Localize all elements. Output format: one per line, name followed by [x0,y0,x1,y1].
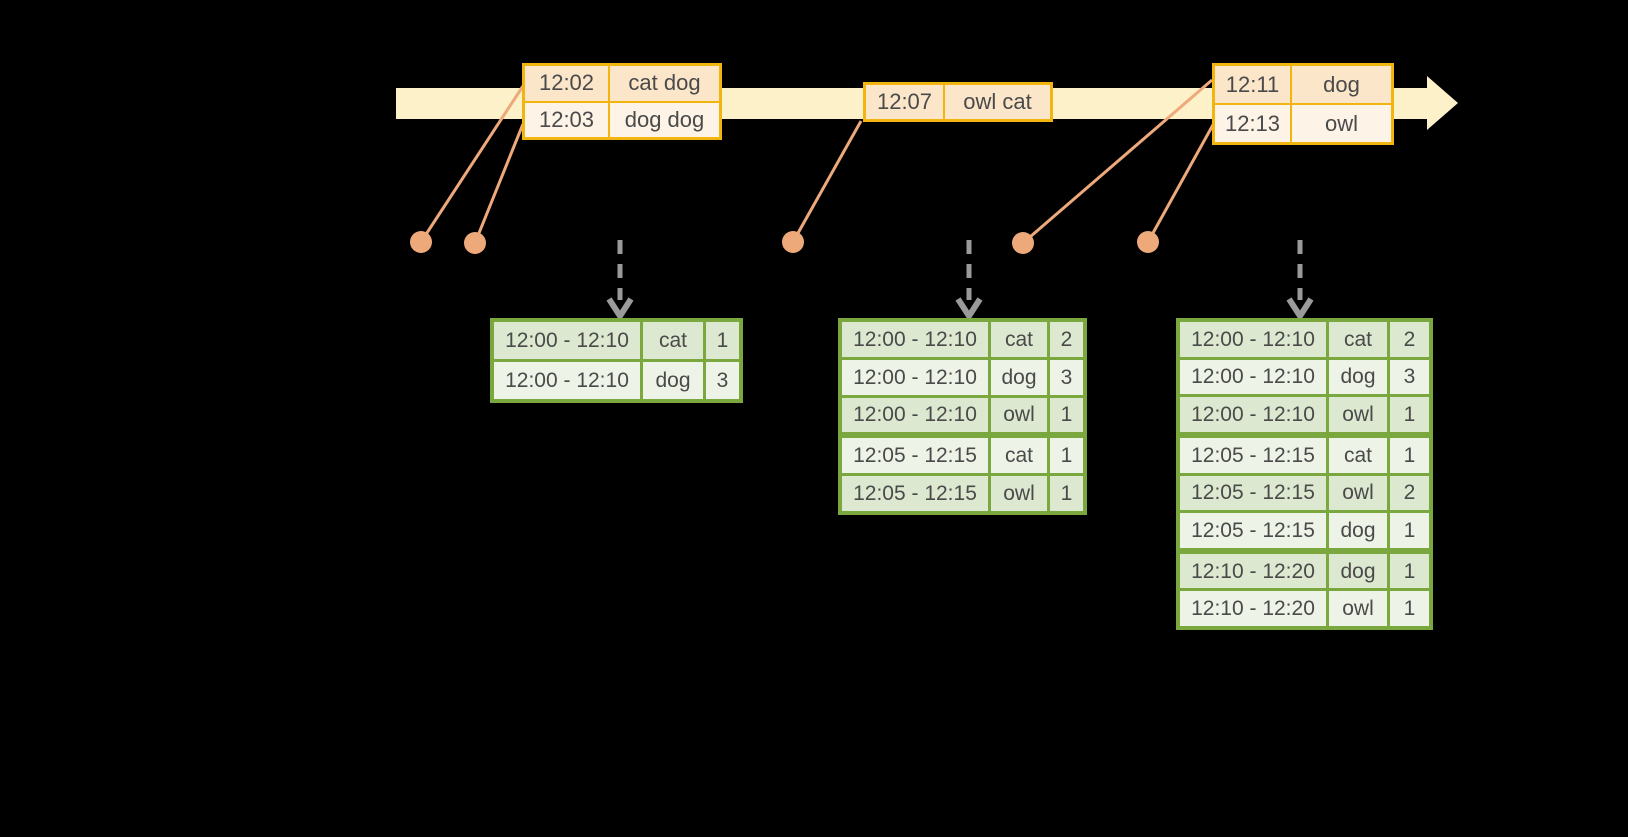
timeline-arrowhead-icon [1427,76,1458,130]
result-row: 12:00 - 12:10 dog 3 [494,362,739,399]
result-row: 12:05 - 12:15 owl 1 [842,476,1083,511]
window-cell: 12:05 - 12:15 [1180,475,1326,511]
result-row: 12:10 - 12:20 dog 1 [1180,553,1429,589]
window-cell: 12:00 - 12:10 [494,362,640,399]
count-cell: 2 [1390,322,1429,357]
result-row: 12:05 - 12:15 cat 1 [842,438,1083,474]
event-time-cell: 12:11 [1215,66,1290,103]
count-cell: 1 [706,322,739,359]
word-cell: cat [1329,437,1387,473]
word-cell: dog [643,362,703,399]
count-cell: 3 [706,362,739,399]
count-cell: 1 [1390,553,1429,589]
result-row: 12:05 - 12:15 dog 1 [1180,513,1429,548]
event-dot [1012,232,1034,254]
event-batch-table-2: 12:07 owl cat [863,82,1053,122]
word-cell: owl [1329,475,1387,511]
event-words-cell: dog dog [610,102,719,137]
event-dot [464,232,486,254]
window-cell: 12:10 - 12:20 [1180,591,1326,626]
count-cell: 1 [1390,591,1429,626]
result-table-3: 12:00 - 12:10 cat 2 12:00 - 12:10 dog 3 … [1176,318,1433,630]
window-cell: 12:00 - 12:10 [842,359,988,395]
window-cell: 12:10 - 12:20 [1180,553,1326,589]
word-cell: owl [991,476,1047,511]
count-cell: 1 [1390,513,1429,548]
event-words-cell: cat dog [610,66,719,101]
event-time-cell: 12:07 [866,85,943,119]
result-row: 12:00 - 12:10 cat 2 [1180,322,1429,357]
result-row: 12:00 - 12:10 dog 3 [1180,359,1429,395]
window-cell: 12:00 - 12:10 [1180,359,1326,395]
result-row: 12:00 - 12:10 owl 1 [1180,397,1429,432]
event-words-cell: owl [1292,105,1391,142]
count-cell: 1 [1390,397,1429,432]
count-cell: 1 [1390,437,1429,473]
word-cell: owl [1329,591,1387,626]
window-cell: 12:05 - 12:15 [1180,513,1326,548]
word-cell: dog [1329,553,1387,589]
result-row: 12:05 - 12:15 cat 1 [1180,437,1429,473]
result-table-1: 12:00 - 12:10 cat 1 12:00 - 12:10 dog 3 [490,318,743,403]
count-cell: 2 [1050,322,1083,357]
result-row: 12:05 - 12:15 owl 2 [1180,475,1429,511]
result-row: 12:00 - 12:10 dog 3 [842,359,1083,395]
word-cell: dog [991,359,1047,395]
word-cell: dog [1329,359,1387,395]
trigger-arrowhead-icon [606,297,634,322]
trigger-arrowhead-icon [1286,297,1314,322]
event-words-cell: owl cat [945,85,1050,119]
count-cell: 1 [1050,476,1083,511]
event-connector-lines [419,78,1216,245]
result-row: 12:00 - 12:10 cat 2 [842,322,1083,357]
word-cell: owl [991,397,1047,433]
connector-line [1146,122,1216,243]
count-cell: 3 [1050,359,1083,395]
window-cell: 12:05 - 12:15 [842,438,988,474]
event-batch-table-3: 12:11 dog 12:13 owl [1212,63,1394,145]
event-time-cell: 12:03 [525,102,608,137]
result-row: 12:00 - 12:10 cat 1 [494,322,739,359]
count-cell: 1 [1050,438,1083,474]
event-time-cell: 12:13 [1215,105,1290,142]
trigger-arrows [606,240,1314,322]
event-dots [410,231,1159,254]
word-cell: dog [1329,513,1387,548]
window-cell: 12:00 - 12:10 [1180,397,1326,432]
word-cell: cat [643,322,703,359]
count-cell: 2 [1390,475,1429,511]
event-batch-table-1: 12:02 cat dog 12:03 dog dog [522,63,722,140]
connector-line [1022,78,1213,245]
word-cell: cat [1329,322,1387,357]
window-cell: 12:00 - 12:10 [842,322,988,357]
result-row: 12:00 - 12:10 owl 1 [842,397,1083,433]
connector-line [419,85,525,243]
trigger-arrowhead-icon [955,297,983,322]
window-cell: 12:00 - 12:10 [1180,322,1326,357]
window-cell: 12:00 - 12:10 [842,397,988,433]
window-cell: 12:05 - 12:15 [842,476,988,511]
event-dot [1137,231,1159,253]
window-cell: 12:05 - 12:15 [1180,437,1326,473]
event-dot [410,231,432,253]
event-time-cell: 12:02 [525,66,608,101]
count-cell: 3 [1390,359,1429,395]
event-dot [782,231,804,253]
result-row: 12:10 - 12:20 owl 1 [1180,591,1429,626]
word-cell: cat [991,438,1047,474]
count-cell: 1 [1050,397,1083,433]
word-cell: cat [991,322,1047,357]
event-words-cell: dog [1292,66,1391,103]
connector-line [791,120,863,243]
window-cell: 12:00 - 12:10 [494,322,640,359]
word-cell: owl [1329,397,1387,432]
connector-line [473,123,525,244]
result-table-2: 12:00 - 12:10 cat 2 12:00 - 12:10 dog 3 … [838,318,1087,515]
